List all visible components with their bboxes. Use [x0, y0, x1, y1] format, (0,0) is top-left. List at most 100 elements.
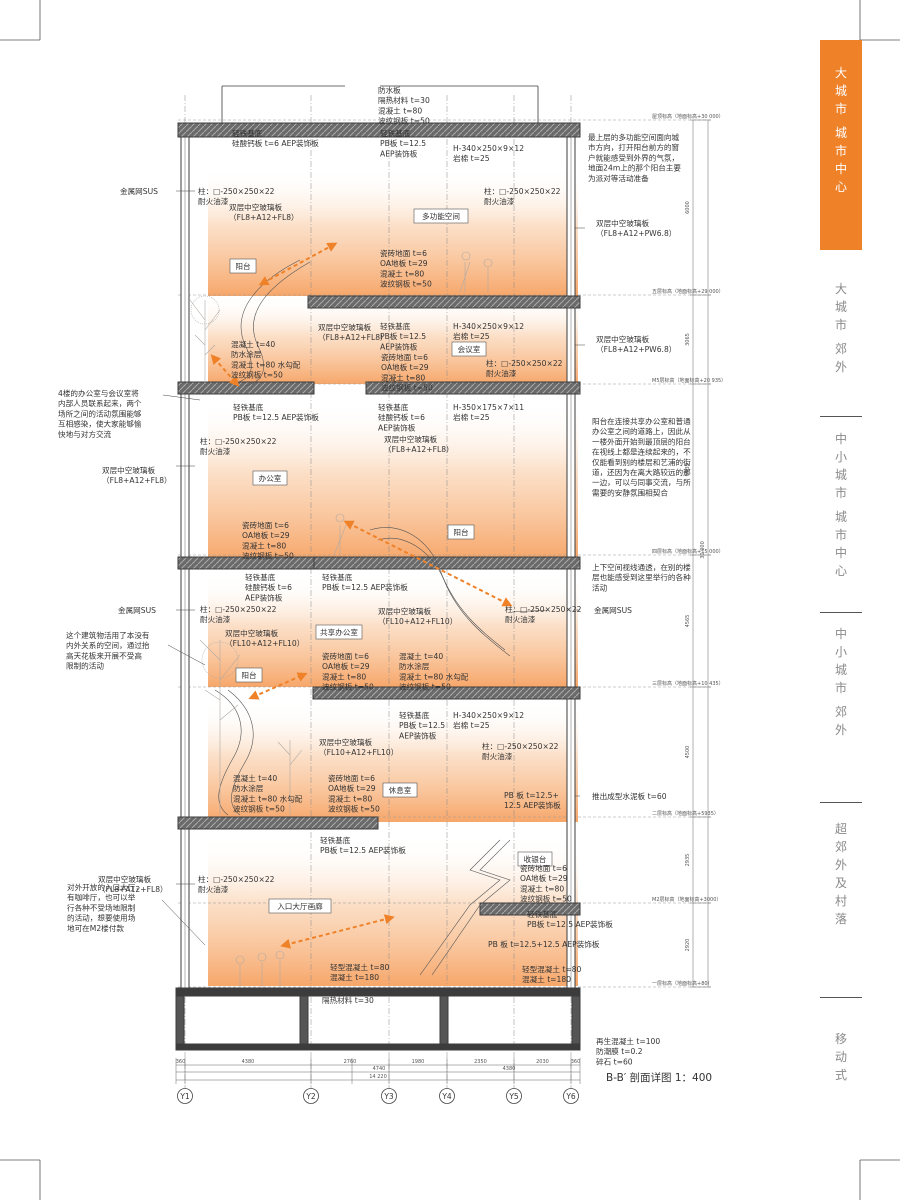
note-line: 混凝土 t=80 [381, 372, 425, 382]
grid-label: Y3 [383, 1092, 394, 1101]
note-line: 轻型混凝土 t=80 [330, 962, 390, 972]
note-line: AEP装饰板 [378, 422, 416, 432]
chapter-divider [820, 997, 862, 998]
note-pb-2: PB 板 t=12.5+12.5 AEP装饰板 [504, 790, 561, 810]
note-line: PB 板 t=12.5+12.5 AEP装饰板 [488, 939, 600, 949]
chapter-tab-char: 大 [834, 282, 847, 296]
note-line: 双层中空玻璃板 [319, 737, 373, 747]
note-line: （FL10+A12+FL10） [378, 617, 457, 626]
note-line: （FL8+A12+FL8） [98, 885, 168, 894]
width-dim-label: 2030 [536, 1059, 549, 1065]
note-line: 波纹钢板 t=50 [380, 279, 432, 289]
chapter-tab[interactable]: 中小城市 城市中心 [820, 420, 862, 605]
note-line: PB板 t=12.5 [380, 331, 426, 341]
height-dim-label: 2920 [685, 939, 691, 952]
note-line: 轻铁基底 [232, 128, 263, 138]
note-mesh-sus-3: 金属网SUS [594, 605, 632, 615]
width-dim-label: 1980 [412, 1059, 425, 1065]
note-line: 快地与对方交流 [58, 429, 112, 439]
note-line: 层也能感受到这里举行的各种 [592, 572, 691, 582]
note-line: 轻铁基底 [245, 572, 276, 582]
note-glass-4b: 双层中空玻璃板（FL8+A12+FL8） [318, 322, 388, 342]
chapter-tab-char: 村 [834, 894, 847, 908]
note-line: 柱：□-250×250×22 [198, 186, 275, 196]
note-line: 瓷砖地面 t=6 [520, 863, 567, 873]
chapter-tab[interactable]: 中小城市 郊外 [820, 615, 862, 800]
note-line: 硅酸钙板 t=6 [378, 412, 425, 422]
width-mid-label: 4380 [503, 1066, 516, 1072]
chapter-tab-char: 小 [834, 450, 847, 464]
chapter-tab-char: 市 [834, 102, 847, 116]
note-line: 最上层的多功能空间面向城 [588, 132, 680, 142]
note-line: 混凝土 t=40 [231, 339, 275, 349]
chapter-tab[interactable]: 移动式 [820, 1020, 862, 1100]
note-line: H-340×250×9×12 [453, 322, 524, 331]
note-line: 场所之间的活动氛围能够 [58, 408, 142, 418]
note-line: 耐火油漆 [200, 614, 231, 624]
note-line: 12.5 AEP装饰板 [504, 800, 561, 810]
note-line: 轻铁基底 [378, 402, 409, 412]
note-line: 轻铁基底 [527, 909, 558, 919]
chapter-sidebar: 大城市 城市中心大城市 郊外中小城市 城市中心中小城市 郊外超郊外及村落移动式 [820, 40, 862, 1120]
chapter-tab[interactable]: 大城市 城市中心 [820, 40, 862, 250]
note-line: 为派对等活动准备 [588, 173, 649, 183]
note-line: PB板 t=12.5 AEP装饰板 [527, 919, 613, 929]
note-line: 混凝土 t=40 [399, 651, 443, 661]
note-line: 波纹钢板 t=50 [322, 682, 374, 692]
note-line: 这个建筑物活用了本没有 [66, 630, 150, 640]
note-line: H-340×250×9×12 [453, 144, 524, 153]
note-line: 一边，可以与同事交流，与所 [592, 477, 691, 487]
note-line: 混凝土 t=180 [330, 972, 379, 982]
height-dim-label: 4500 [685, 746, 691, 759]
note-line: 轻铁基底 [380, 128, 411, 138]
note-line: AEP装饰板 [399, 730, 437, 740]
note-line: 金属网SUS [120, 186, 158, 196]
svg-text:屋顶标高（地面标高+30 000）: 屋顶标高（地面标高+30 000） [652, 113, 724, 120]
note-line: （FL10+A12+FL10） [225, 639, 304, 648]
note-line: 波纹钢板 t=50 [233, 804, 285, 814]
chapter-tab-char: 中 [834, 162, 847, 176]
note-mesh-sus-1: 金属网SUS [120, 186, 158, 196]
note-line: 隔热材料 t=30 [378, 95, 430, 105]
note-line: 轻铁基底 [380, 321, 411, 331]
note-line: H-340×250×9×12 [453, 711, 524, 720]
chapter-tab-char: 超 [834, 822, 847, 836]
note-line: 双层中空玻璃板 [102, 465, 156, 475]
note-line: 柱：□-250×250×22 [486, 358, 563, 368]
chapter-tab[interactable]: 超郊外及村落 [820, 810, 862, 1010]
note-line: 柱：□-250×250×22 [484, 186, 561, 196]
leader-lines [161, 190, 585, 946]
grid-bubble [177, 1088, 193, 1104]
chapter-tab[interactable]: 大城市 郊外 [820, 270, 862, 410]
note-line: 双层中空玻璃板 [596, 334, 650, 344]
note-line: 硅酸钙板 t=6 [245, 582, 292, 592]
chapter-tab-char: 市 [834, 681, 847, 695]
chapter-tab-char: 城 [834, 300, 847, 314]
svg-text:M2层标高（地面标高+3000）: M2层标高（地面标高+3000） [652, 896, 721, 903]
note-glass-2c: 双层中空玻璃板（FL10+A12+FL10） [319, 737, 398, 757]
grid-bubble [439, 1088, 455, 1104]
note-line: 双层中空玻璃板 [229, 202, 283, 212]
note-line: 防水涂层 [231, 349, 262, 359]
note-line: OA地板 t=29 [381, 362, 429, 372]
trees-and-figures [189, 251, 493, 988]
note-line: 混凝土 t=80 [378, 105, 422, 115]
note-line: 波纹钢板 t=50 [242, 551, 294, 561]
chapter-divider [820, 416, 862, 417]
note-line: 金属网SUS [594, 605, 632, 615]
width-dim-label: 2350 [474, 1059, 487, 1065]
note-line: AEP装饰板 [245, 592, 283, 602]
total-width-label: 14 220 [369, 1074, 387, 1080]
note-glass-l4: 双层中空玻璃板（FL8+A12+FL8） [102, 465, 172, 485]
